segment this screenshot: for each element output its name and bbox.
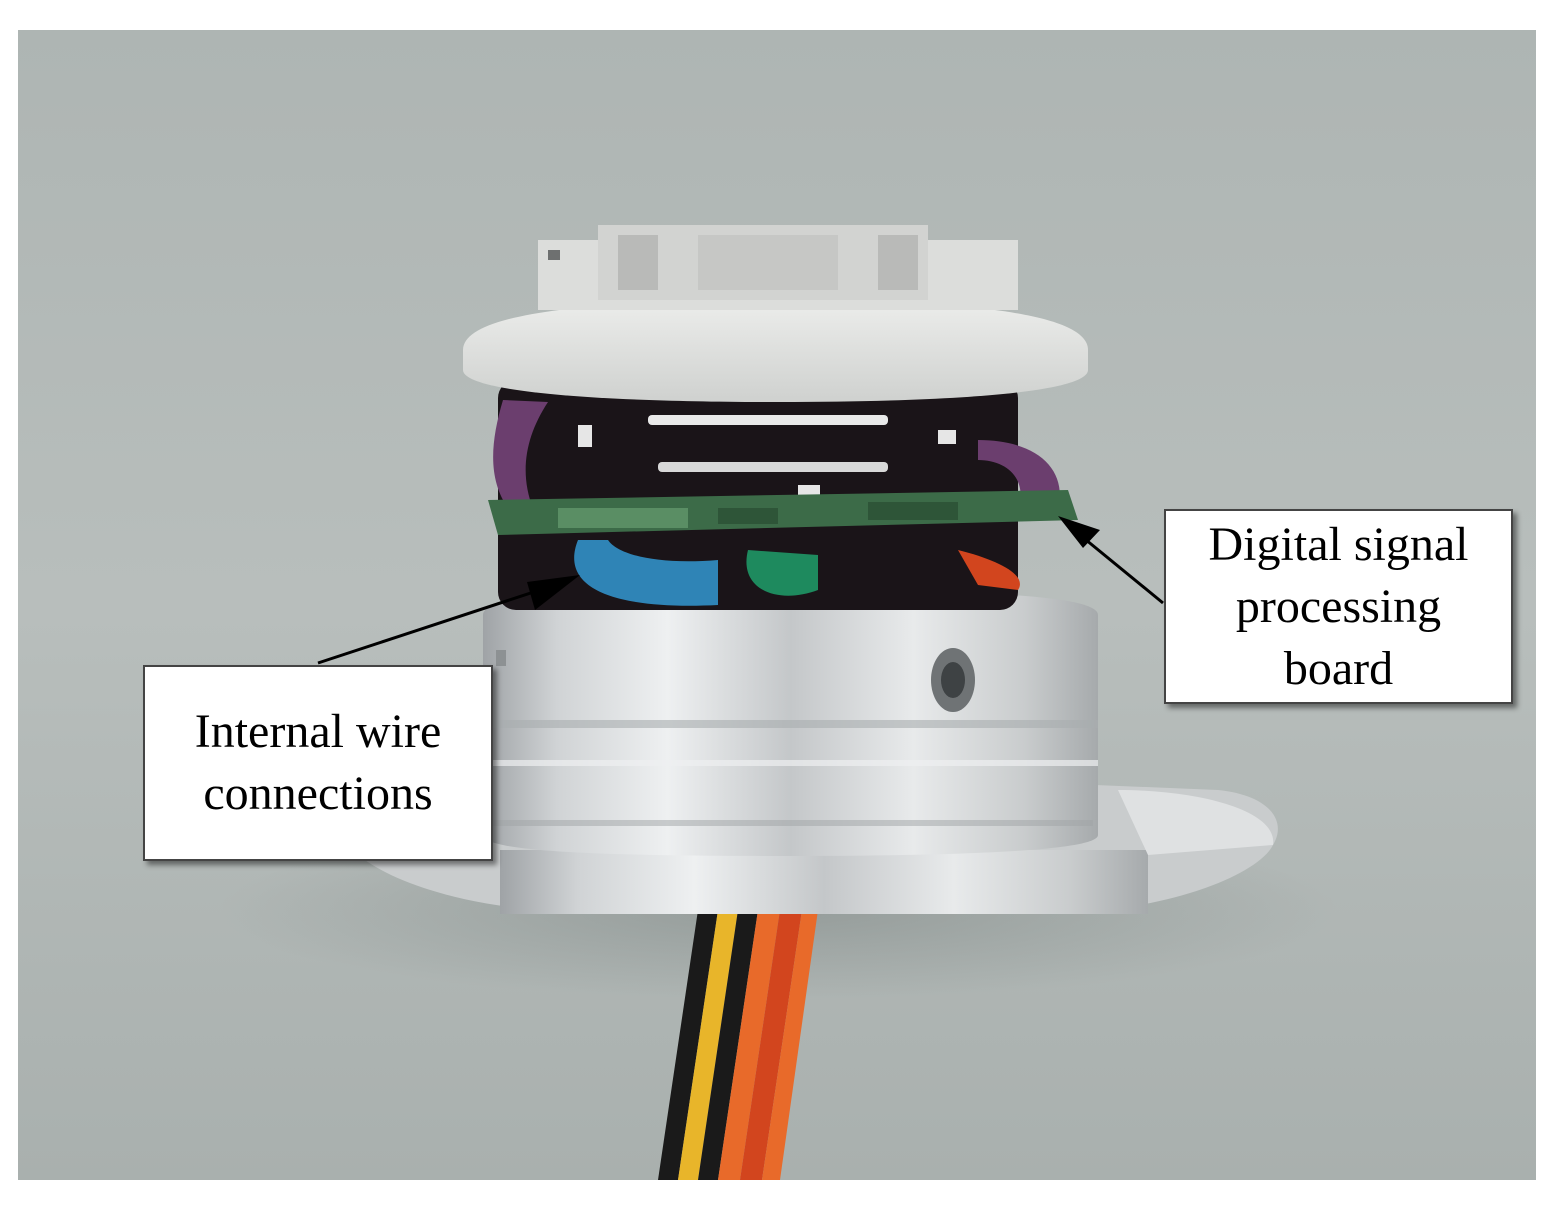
callout-wire-line-2: connections: [203, 767, 433, 820]
callout-dsp-line-1: Digital signal: [1208, 517, 1469, 571]
pcb-stack: [488, 380, 1078, 610]
aluminum-housing: [483, 590, 1098, 856]
top-cap: [463, 225, 1088, 402]
callout-dsp-line-3: board: [1283, 641, 1394, 695]
callout-digital-signal-processing-board: Digital signal processing board: [1164, 509, 1513, 704]
callout-internal-wire-connections: Internal wire connections: [143, 665, 493, 861]
callout-wire-line-1: Internal wire: [194, 705, 442, 758]
callout-dsp-line-2: processing: [1235, 579, 1442, 633]
cable-bundle: [658, 910, 818, 1180]
